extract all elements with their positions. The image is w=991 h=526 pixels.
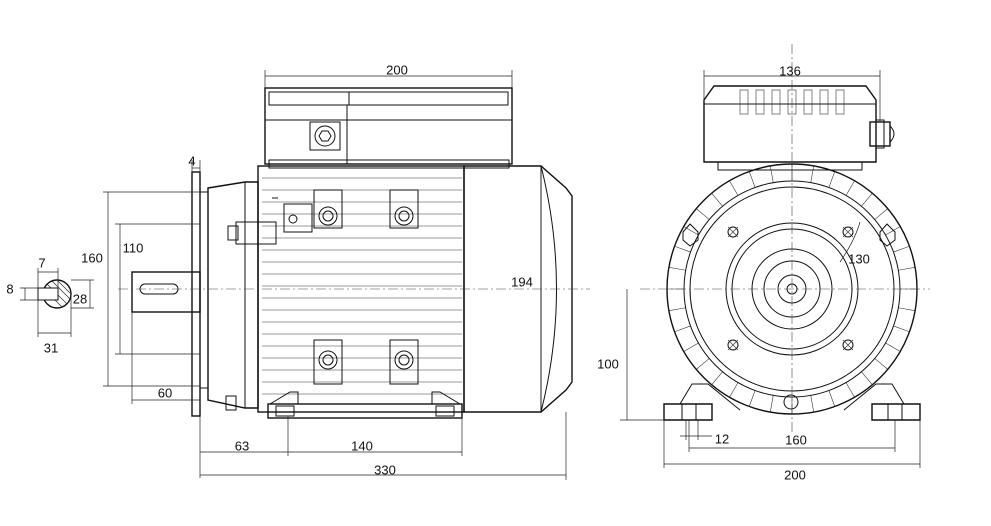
radial-fin <box>769 165 774 183</box>
radial-fin <box>885 342 901 352</box>
dim-shaft-keyway: 31 <box>43 340 59 356</box>
radial-fin <box>711 193 723 207</box>
dim-flange-to-foot: 63 <box>234 438 250 454</box>
radial-fin <box>845 180 855 196</box>
radial-fin <box>696 358 710 370</box>
front-view-dimensions <box>620 70 921 468</box>
bolt-hole <box>842 339 854 351</box>
box-rib <box>771 89 781 115</box>
box-rib <box>819 89 829 115</box>
dim-top-box-width: 200 <box>386 62 408 78</box>
radial-fin <box>898 307 916 312</box>
box-rib <box>755 89 765 115</box>
box-rib <box>803 89 813 115</box>
radial-fin <box>893 325 910 333</box>
bolt-hole <box>727 339 739 351</box>
radial-fin <box>885 226 901 236</box>
dim-front-box-width: 136 <box>779 63 801 79</box>
dim-shaft-height: 100 <box>597 356 619 372</box>
dim-flange-height: 160 <box>81 250 103 266</box>
box-rib <box>835 89 845 115</box>
radial-fin <box>861 371 873 385</box>
radial-fin <box>668 266 686 271</box>
dim-foot-spacing: 140 <box>351 438 373 454</box>
bolt-cross <box>842 226 854 238</box>
radial-fin <box>874 358 888 370</box>
dim-foot-hole: 12 <box>714 431 730 447</box>
box-rib <box>739 89 749 115</box>
radial-fin <box>828 171 836 188</box>
radial-fin <box>810 395 815 413</box>
radial-fin <box>874 208 888 220</box>
radial-fin <box>674 245 691 253</box>
radial-fin <box>674 325 691 333</box>
dim-foot-width: 200 <box>784 467 806 483</box>
radial-fin <box>828 390 836 407</box>
front-view <box>640 44 930 432</box>
radial-fin <box>729 382 739 398</box>
dim-key-depth: 7 <box>38 255 46 271</box>
bolt-hole <box>727 226 739 238</box>
radial-fin <box>748 171 756 188</box>
side-view-dimensions <box>103 70 567 480</box>
radial-fin <box>898 266 916 271</box>
radial-fin <box>845 382 855 398</box>
radial-fin <box>769 395 774 413</box>
radial-fin <box>683 342 699 352</box>
dim-spigot-diameter: 110 <box>122 240 144 256</box>
radial-fin <box>893 245 910 253</box>
radial-fin <box>729 180 739 196</box>
bolt-cross <box>727 226 739 238</box>
radial-fin <box>810 165 815 183</box>
dim-pcd: 130 <box>848 251 870 267</box>
side-view <box>118 87 590 419</box>
dim-shaft-dia: 28 <box>72 291 88 307</box>
radial-fin <box>711 371 723 385</box>
bolt-cross <box>842 339 854 351</box>
dim-overall-height: 194 <box>511 274 533 290</box>
dim-shaft-length: 60 <box>157 385 173 401</box>
radial-fin <box>696 208 710 220</box>
shaft-section-view <box>20 268 94 337</box>
dim-key-width: 8 <box>6 281 14 297</box>
radial-fin <box>861 193 873 207</box>
radial-fin <box>748 390 756 407</box>
bolt-cross <box>727 339 739 351</box>
dim-foot-width-holes: 160 <box>785 432 807 448</box>
bolt-hole <box>842 226 854 238</box>
dim-overall-length: 330 <box>374 462 396 478</box>
dim-flange-thickness: 4 <box>188 153 196 169</box>
radial-fin <box>668 307 686 312</box>
